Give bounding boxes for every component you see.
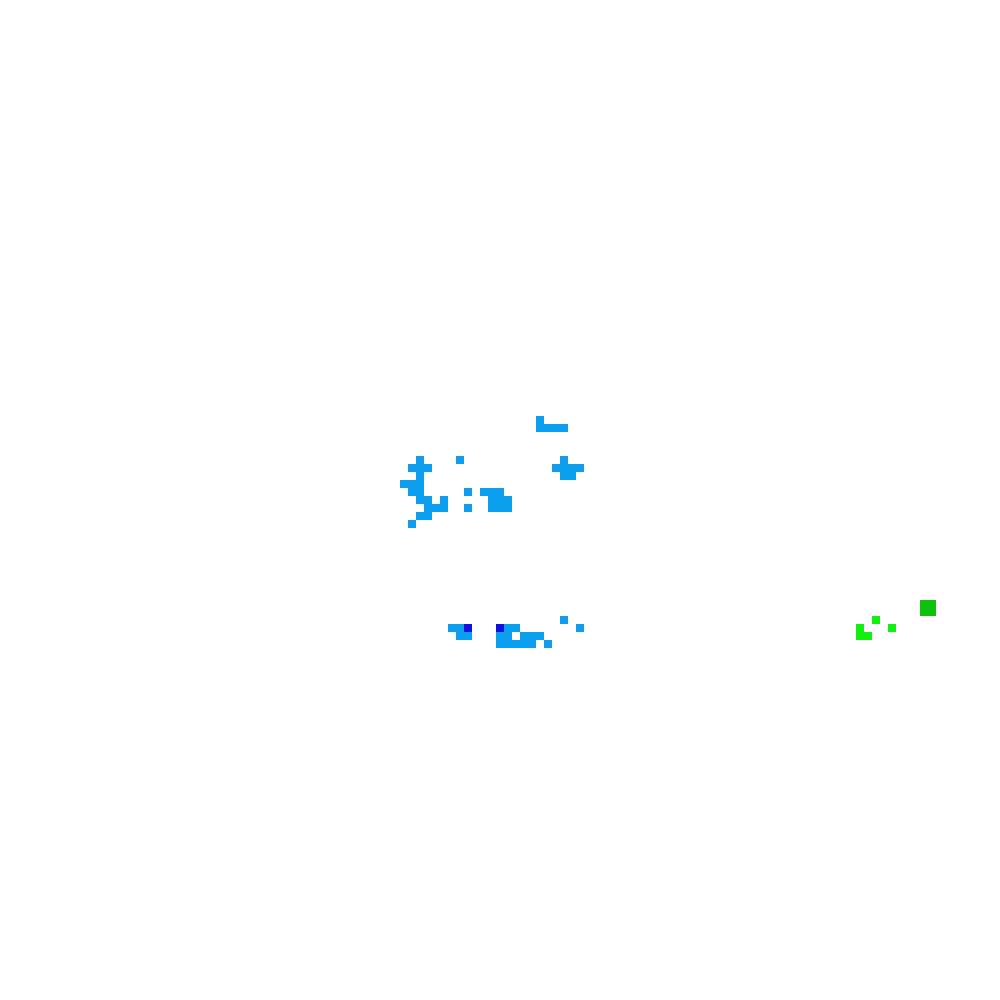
pixel-cell bbox=[576, 624, 584, 632]
pixel-cell bbox=[408, 520, 416, 528]
pixel-cell bbox=[456, 632, 464, 640]
pixel-cell bbox=[504, 496, 512, 504]
pixel-cell bbox=[464, 624, 472, 632]
pixel-cell bbox=[488, 496, 496, 504]
pixel-cell bbox=[496, 640, 504, 648]
pixel-cell bbox=[552, 424, 560, 432]
pixel-cell bbox=[416, 456, 424, 464]
pixel-cell bbox=[440, 496, 448, 504]
pixel-cell bbox=[520, 640, 528, 648]
pixel-cell bbox=[568, 464, 576, 472]
pixel-cell bbox=[920, 600, 928, 608]
pixel-cell bbox=[432, 504, 440, 512]
pixel-cell bbox=[872, 616, 880, 624]
pixel-cell bbox=[560, 616, 568, 624]
pixel-cell bbox=[536, 424, 544, 432]
pixel-cell bbox=[456, 456, 464, 464]
pixel-cell bbox=[504, 624, 512, 632]
pixel-cell bbox=[408, 488, 416, 496]
pixel-cell bbox=[528, 640, 536, 648]
pixel-cell bbox=[464, 488, 472, 496]
pixel-cell bbox=[888, 624, 896, 632]
pixel-cell bbox=[528, 632, 536, 640]
dark-green-block bbox=[920, 600, 936, 616]
pixel-cell bbox=[496, 496, 504, 504]
pixel-cell bbox=[488, 488, 496, 496]
upper-right-mark bbox=[536, 416, 568, 432]
pixel-cell bbox=[448, 624, 456, 632]
bright-green-cluster bbox=[856, 616, 896, 640]
pixel-cell bbox=[536, 416, 544, 424]
deep-blue-marks bbox=[464, 624, 504, 632]
pixel-cell bbox=[464, 632, 472, 640]
pixel-cell bbox=[560, 456, 568, 464]
pixel-cell bbox=[424, 504, 432, 512]
pixel-cell bbox=[560, 424, 568, 432]
pixel-cell bbox=[536, 632, 544, 640]
pixel-cell bbox=[504, 632, 512, 640]
pixel-cell bbox=[424, 512, 432, 520]
pixel-cell bbox=[544, 640, 552, 648]
pixel-cell bbox=[520, 632, 528, 640]
pixel-cell bbox=[496, 504, 504, 512]
pixel-cell bbox=[480, 488, 488, 496]
pixel-cell bbox=[512, 640, 520, 648]
pixel-cell bbox=[488, 504, 496, 512]
pixel-cell bbox=[928, 600, 936, 608]
pixel-cell bbox=[416, 496, 424, 504]
pixel-cell bbox=[928, 608, 936, 616]
right-cross-cluster bbox=[552, 456, 584, 480]
pixel-cell bbox=[496, 632, 504, 640]
pixel-cell bbox=[408, 480, 416, 488]
pixel-cell bbox=[416, 472, 424, 480]
pixel-cell bbox=[496, 624, 504, 632]
pixel-cell bbox=[408, 464, 416, 472]
pixel-cell bbox=[416, 488, 424, 496]
pixel-cell bbox=[544, 424, 552, 432]
pixel-cell bbox=[416, 480, 424, 488]
pixel-cell bbox=[504, 504, 512, 512]
pixel-cell bbox=[424, 464, 432, 472]
pixel-cell bbox=[416, 464, 424, 472]
pixel-cell bbox=[552, 464, 560, 472]
pixel-cell bbox=[576, 464, 584, 472]
pixel-cell bbox=[560, 472, 568, 480]
pixel-cell bbox=[440, 504, 448, 512]
pixel-cell bbox=[920, 608, 928, 616]
left-scatter-cluster bbox=[400, 456, 512, 528]
pixel-cell bbox=[864, 632, 872, 640]
pixel-cell bbox=[424, 496, 432, 504]
pixel-cell bbox=[464, 504, 472, 512]
pixel-cell bbox=[560, 464, 568, 472]
pixel-cell bbox=[504, 640, 512, 648]
pixel-cell bbox=[496, 488, 504, 496]
pixel-cell bbox=[856, 624, 864, 632]
pixel-cell bbox=[512, 624, 520, 632]
pixel-cell bbox=[400, 480, 408, 488]
pixel-cell bbox=[456, 624, 464, 632]
cluster-layer bbox=[400, 416, 936, 648]
pixel-cell bbox=[568, 472, 576, 480]
lower-scatter-cluster bbox=[448, 616, 584, 648]
pixel-cell bbox=[856, 632, 864, 640]
pixel-cell bbox=[416, 512, 424, 520]
